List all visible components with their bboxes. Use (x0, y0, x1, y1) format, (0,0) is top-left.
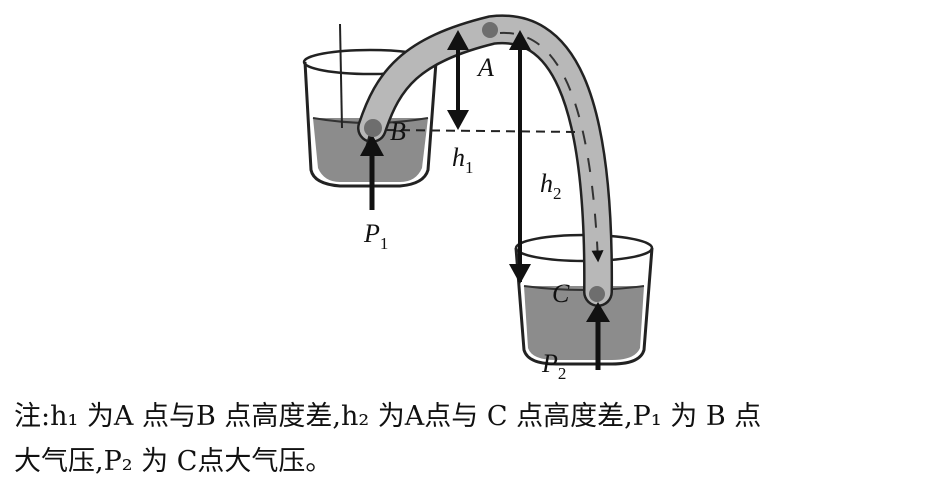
label-c: C (552, 279, 570, 308)
flow-arrows (499, 31, 604, 263)
label-p2: P2 (541, 349, 566, 383)
label-a: A (476, 53, 494, 82)
label-h1: h1 (452, 143, 474, 177)
caption-line-1: 注:h₁ 为A 点与B 点高度差,h₂ 为A点与 C 点高度差,P₁ 为 B 点 (14, 401, 762, 432)
h1-arrow (447, 30, 469, 130)
point-c-dot (589, 286, 605, 302)
point-b-dot (364, 119, 382, 137)
label-b: B (390, 117, 406, 146)
caption-line-2: 大气压,P₂ 为 C点大气压。 (14, 446, 333, 477)
p1-arrow (360, 134, 384, 210)
label-p1: P1 (363, 219, 388, 253)
level-dashed-line (385, 129, 581, 133)
caption: 注:h₁ 为A 点与B 点高度差,h₂ 为A点与 C 点高度差,P₁ 为 B 点… (14, 394, 929, 484)
p2-arrow (586, 302, 610, 370)
left-stick (339, 23, 343, 129)
point-a-dot (482, 22, 498, 38)
label-h2: h2 (540, 169, 562, 203)
h2-arrow (509, 30, 531, 284)
right-beaker-water (524, 286, 644, 360)
siphon-diagram: A B C h1 h2 P1 P2 (302, 14, 654, 383)
